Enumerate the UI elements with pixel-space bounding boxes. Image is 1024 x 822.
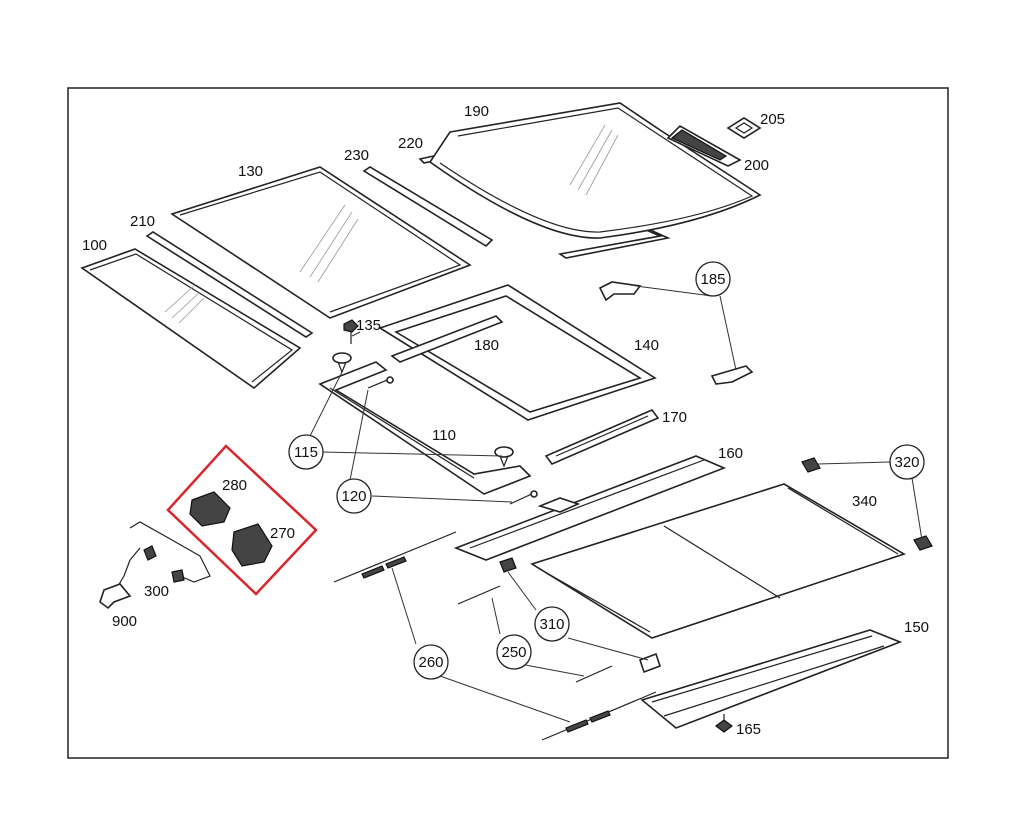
highlight-box: [166, 444, 318, 596]
part-190-rear-glass[interactable]: [428, 102, 762, 239]
label-250: 250: [501, 644, 526, 661]
part-205-clip[interactable]: [726, 117, 762, 139]
part-280-motor[interactable]: [189, 491, 231, 527]
callout-310[interactable]: 310: [534, 606, 570, 642]
label-280: 280: [222, 477, 247, 494]
callout-250[interactable]: 250: [496, 634, 532, 670]
part-135-bolt[interactable]: [343, 319, 359, 344]
part-170-rail[interactable]: [544, 409, 660, 465]
label-170: 170: [662, 409, 687, 426]
part-165-bolt[interactable]: [715, 714, 733, 733]
label-185: 185: [700, 271, 725, 288]
label-130: 130: [238, 163, 263, 180]
part-115-fastener[interactable]: [332, 352, 514, 468]
callout-260[interactable]: 260: [413, 644, 449, 680]
part-250-cable[interactable]: [457, 585, 613, 683]
part-300-wiring-harness[interactable]: [117, 521, 211, 587]
callout-115[interactable]: 115: [288, 434, 324, 470]
label-165: 165: [736, 721, 761, 738]
label-320: 320: [894, 454, 919, 471]
label-110: 110: [432, 427, 456, 444]
label-310: 310: [539, 616, 564, 633]
part-260-cable[interactable]: [333, 531, 657, 741]
label-230: 230: [344, 147, 369, 164]
label-160: 160: [718, 445, 743, 462]
part-270-motor[interactable]: [231, 523, 273, 567]
part-200-cover[interactable]: [666, 125, 742, 167]
part-120-screw[interactable]: [367, 376, 538, 505]
label-260: 260: [418, 654, 443, 671]
label-200: 200: [744, 157, 769, 174]
part-180-seal[interactable]: [390, 315, 504, 363]
part-140-frame[interactable]: [378, 284, 657, 421]
label-900: 900: [112, 613, 137, 630]
part-110-frame[interactable]: [318, 361, 532, 495]
part-150-rail[interactable]: [640, 629, 903, 729]
label-140: 140: [634, 337, 659, 354]
label-135: 135: [356, 317, 381, 334]
label-190: 190: [464, 103, 489, 120]
part-160-rail[interactable]: [453, 455, 727, 561]
part-185-bracket[interactable]: [598, 281, 754, 385]
part-900-connector[interactable]: [99, 583, 132, 610]
label-115: 115: [294, 444, 318, 461]
label-220: 220: [398, 135, 423, 152]
label-210: 210: [130, 213, 155, 230]
part-340-sunshade[interactable]: [530, 483, 906, 639]
part-230-seal-strip[interactable]: [362, 166, 494, 248]
callout-120[interactable]: 120: [336, 478, 372, 514]
label-120: 120: [341, 488, 366, 505]
label-180: 180: [474, 337, 499, 354]
label-205: 205: [760, 111, 785, 128]
part-310-bracket[interactable]: [499, 557, 662, 674]
label-150: 150: [904, 619, 929, 636]
callout-185[interactable]: 185: [695, 261, 731, 297]
label-270: 270: [270, 525, 295, 542]
part-130-glass-panel[interactable]: [170, 166, 472, 319]
label-100: 100: [82, 237, 107, 254]
leader-lines: [305, 285, 923, 723]
label-340: 340: [852, 493, 877, 510]
diagram-border: [67, 87, 949, 759]
label-300: 300: [144, 583, 169, 600]
part-210-seal-strip[interactable]: [145, 231, 314, 338]
callout-320[interactable]: 320: [889, 444, 925, 480]
part-100-front-glass[interactable]: [80, 248, 302, 390]
